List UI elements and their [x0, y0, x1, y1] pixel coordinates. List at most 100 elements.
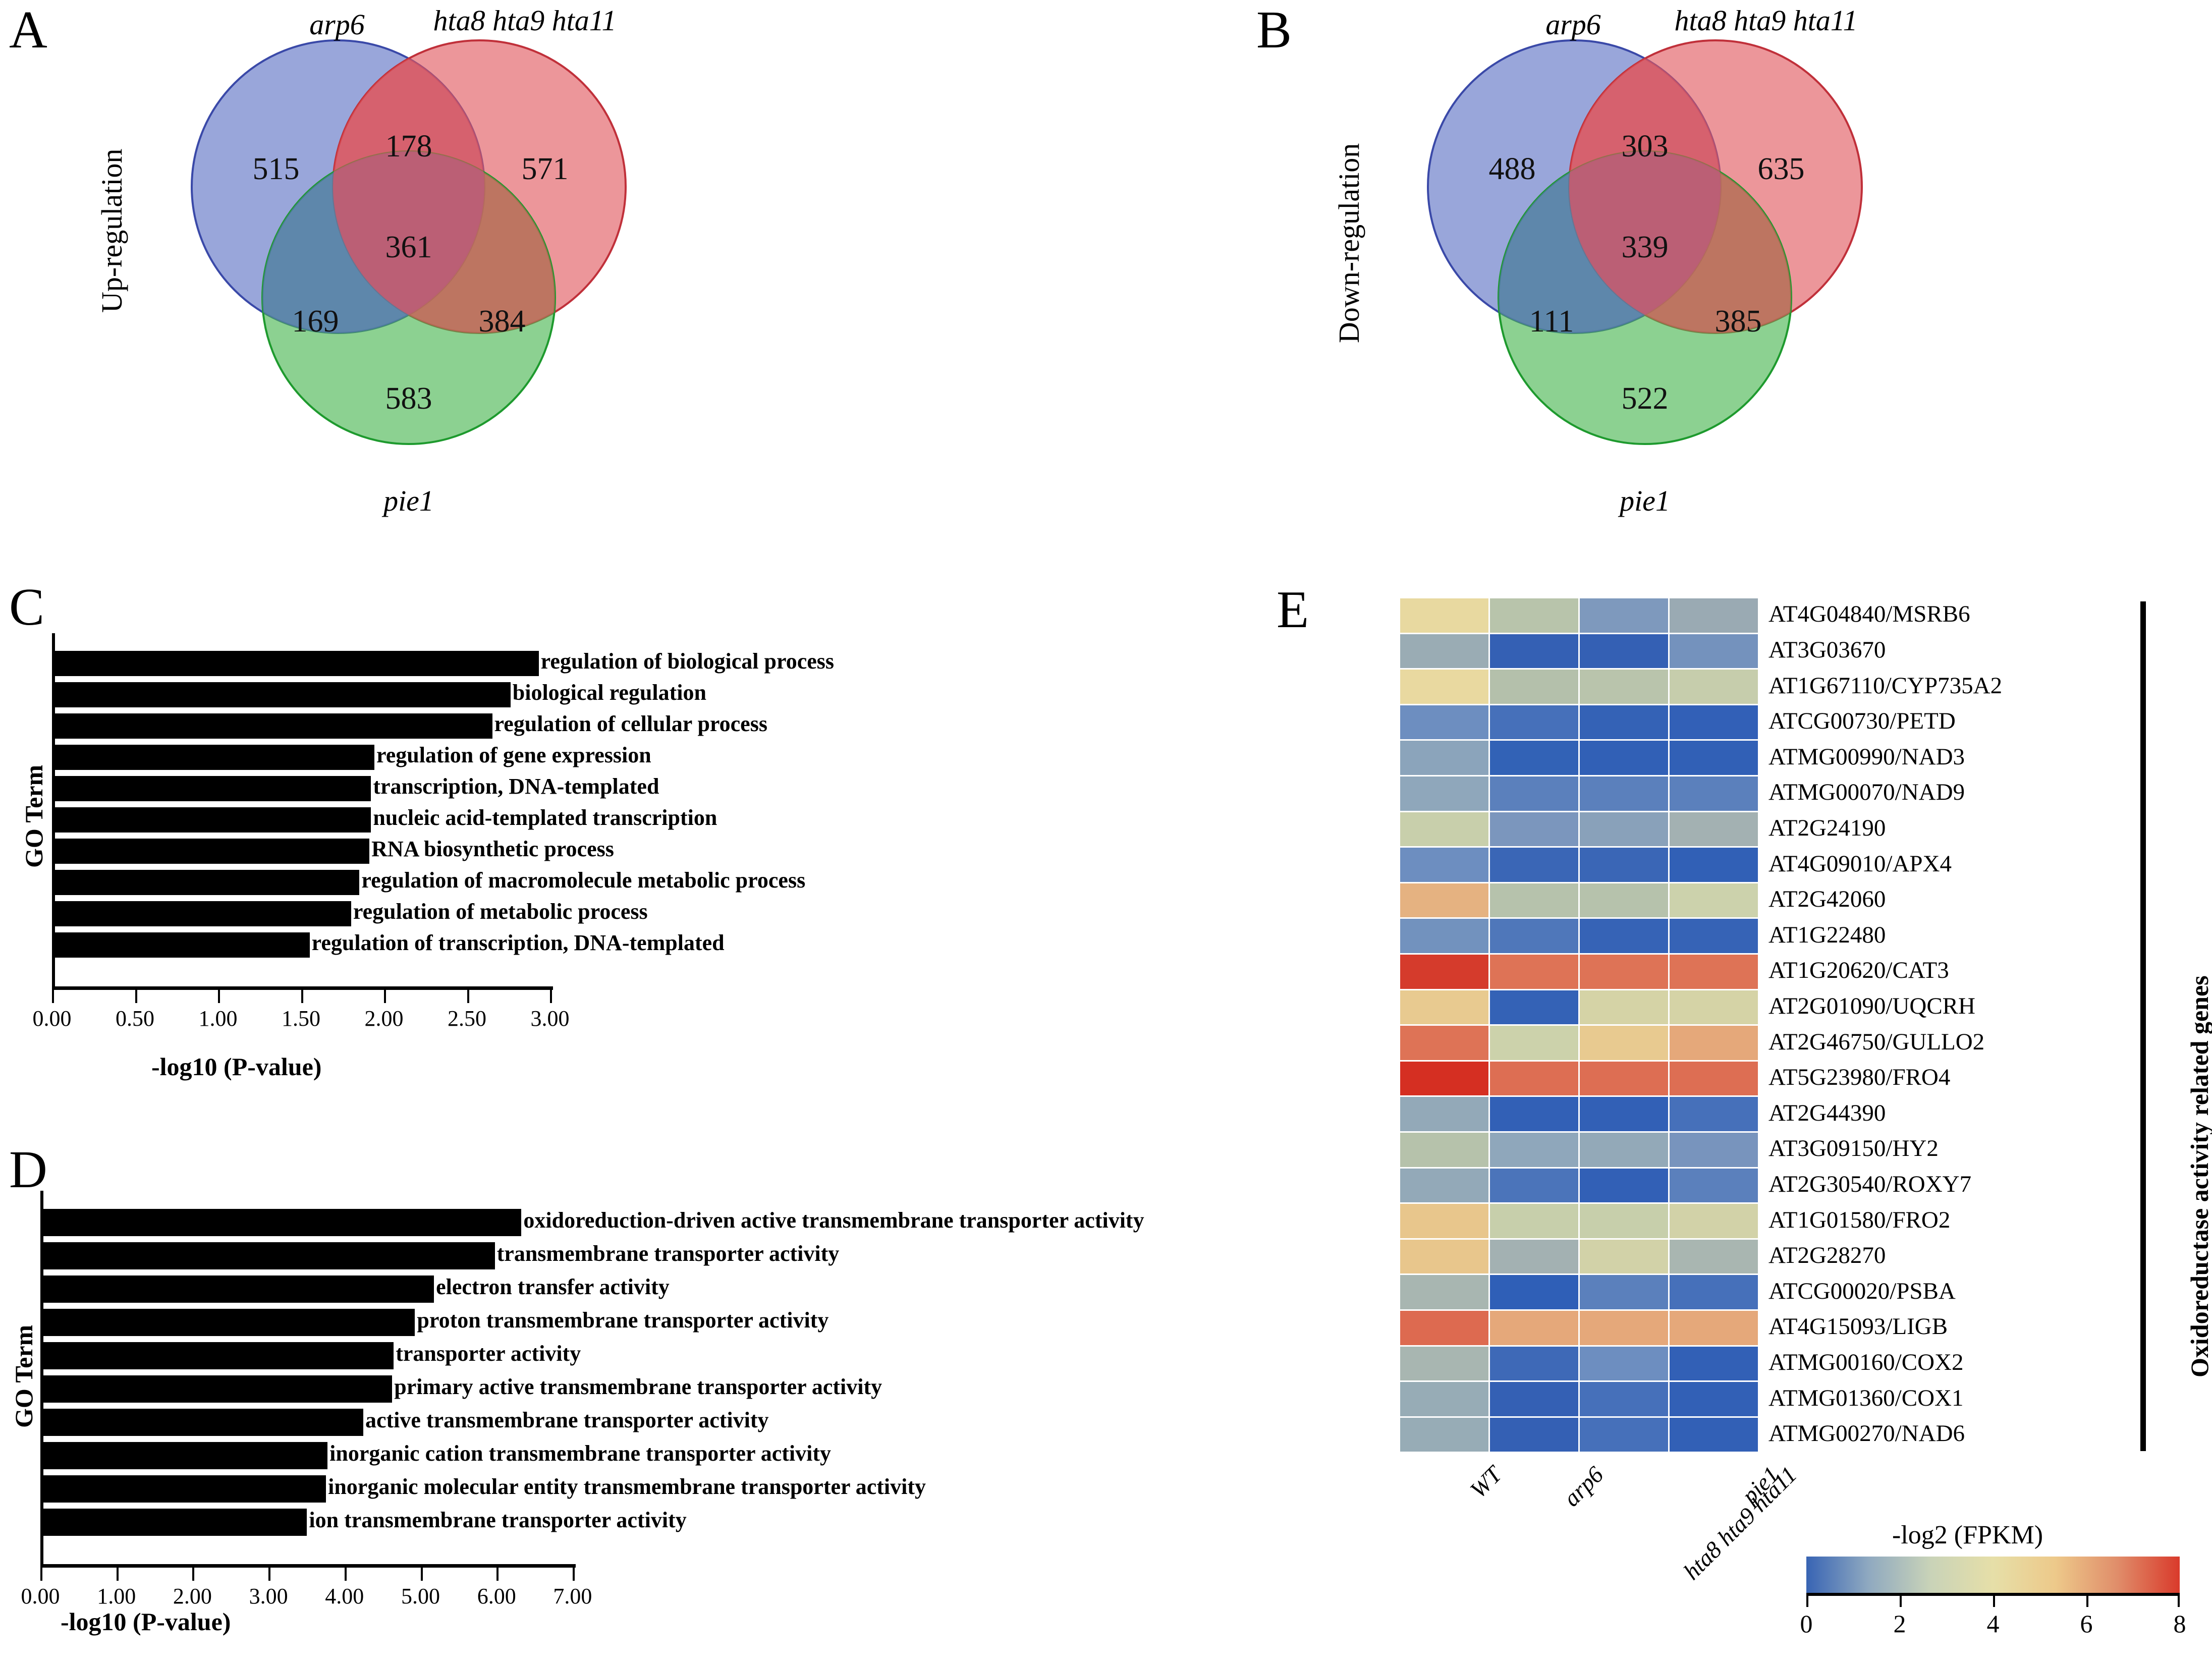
- bar-label: electron transfer activity: [436, 1274, 670, 1299]
- bar: [42, 1342, 394, 1369]
- x-axis-tick-label: 1.50: [282, 1006, 320, 1031]
- heatmap-row-label: AT2G44390: [1768, 1099, 1886, 1126]
- x-axis-tick: [550, 990, 552, 1003]
- heatmap-cell: [1400, 1382, 1488, 1416]
- x-axis-tick: [192, 1568, 195, 1581]
- venn-b-red-green: 385: [1715, 304, 1762, 339]
- bar: [42, 1275, 434, 1303]
- heatmap-row-label: AT3G03670: [1768, 636, 1886, 663]
- heatmap-cell: [1400, 812, 1488, 847]
- x-axis-tick: [40, 1568, 42, 1581]
- heatmap-cell: [1670, 1311, 1758, 1345]
- go-bar-chart-bp: regulation of biological process biologic…: [0, 633, 989, 1031]
- heatmap-row-label: AT2G28270: [1768, 1242, 1886, 1269]
- heatmap-cell: [1490, 634, 1578, 669]
- heatmap-cell: [1400, 634, 1488, 669]
- x-axis-tick: [218, 990, 220, 1003]
- heatmap-cell: [1580, 670, 1668, 704]
- colorbar-tick: [1900, 1596, 1902, 1607]
- heatmap-cell: [1490, 1311, 1578, 1345]
- heatmap-cell: [1580, 1026, 1668, 1060]
- heatmap-cell: [1580, 812, 1668, 847]
- x-axis-tick-label: 4.00: [325, 1584, 364, 1608]
- bar-label: regulation of metabolic process: [353, 899, 648, 924]
- x-axis-tick: [116, 1568, 119, 1581]
- x-axis-tick-label: 2.00: [173, 1584, 212, 1608]
- heatmap-cell: [1400, 848, 1488, 882]
- venn-a-blue-only: 515: [253, 152, 300, 186]
- y-axis-line: [40, 1191, 43, 1564]
- heatmap-cell: [1670, 955, 1758, 989]
- heatmap-cell: [1580, 1239, 1668, 1274]
- venn-a-set-blue: arp6: [309, 10, 365, 41]
- heatmap-cell: [1490, 1061, 1578, 1096]
- heatmap-cell: [1490, 1239, 1578, 1274]
- x-axis-tick-label: 6.00: [477, 1584, 516, 1608]
- heatmap-row-label: AT2G24190: [1768, 814, 1886, 841]
- go-bar-chart-mf: oxidoreduction-driven active transmembra…: [0, 1191, 1261, 1608]
- heatmap-cell: [1580, 598, 1668, 633]
- heatmap-row-label: AT1G67110/CYP735A2: [1768, 672, 2003, 699]
- chart-d-x-axis-title: -log10 (P-value): [61, 1607, 231, 1636]
- heatmap-cell: [1400, 741, 1488, 775]
- heatmap-cell: [1670, 1204, 1758, 1238]
- x-axis-tick: [420, 1568, 423, 1581]
- heatmap-cell: [1490, 1346, 1578, 1381]
- heatmap-cell: [1490, 1097, 1578, 1131]
- heatmap-cell: [1400, 1097, 1488, 1131]
- heatmap-cell: [1490, 776, 1578, 811]
- bar-label: biological regulation: [512, 680, 706, 705]
- heatmap-cell: [1670, 1275, 1758, 1309]
- heatmap-cell: [1670, 598, 1758, 633]
- heatmap-cell: [1670, 1382, 1758, 1416]
- venn-diagram-a: arp6 hta8 hta9 hta11 pie1 515 178 571 36…: [126, 10, 732, 520]
- heatmap-cell: [1670, 1417, 1758, 1452]
- bar-label: nucleic acid-templated transcription: [373, 805, 717, 830]
- colorbar-tick-label: 8: [2173, 1610, 2186, 1638]
- x-axis-line: [40, 1564, 576, 1568]
- heatmap-cell: [1400, 990, 1488, 1025]
- venn-a-all-three: 361: [385, 230, 432, 264]
- heatmap-cell: [1580, 1346, 1668, 1381]
- venn-a-set-green: pie1: [381, 484, 434, 517]
- colorbar-tick: [1993, 1596, 1995, 1607]
- bar: [42, 1475, 326, 1503]
- heatmap-cell: [1400, 955, 1488, 989]
- heatmap-cell: [1400, 1133, 1488, 1167]
- heatmap-cell: [1400, 705, 1488, 740]
- heatmap-cell: [1580, 848, 1668, 882]
- heatmap-cell: [1490, 848, 1578, 882]
- bar: [42, 1309, 415, 1336]
- bar-label: regulation of biological process: [540, 649, 835, 674]
- venn-b-blue-green: 111: [1529, 304, 1574, 339]
- heatmap-cell: [1490, 1382, 1578, 1416]
- heatmap-row-label: AT5G23980/FRO4: [1768, 1064, 1951, 1091]
- colorbar-tick: [2086, 1596, 2088, 1607]
- heatmap-cell: [1490, 919, 1578, 953]
- heatmap-cell: [1490, 1204, 1578, 1238]
- bar: [54, 776, 371, 801]
- heatmap-cell: [1580, 955, 1668, 989]
- heatmap-cell: [1580, 919, 1668, 953]
- venn-b-blue-only: 488: [1489, 152, 1536, 186]
- colorbar-title: -log2 (FPKM): [1892, 1521, 2043, 1549]
- heatmap-cell: [1400, 670, 1488, 704]
- bar-label: inorganic cation transmembrane transport…: [329, 1441, 832, 1466]
- bar-label: ion transmembrane transporter activity: [309, 1508, 687, 1532]
- heatmap-cell: [1490, 1026, 1578, 1060]
- x-axis-tick-label: 3.00: [530, 1006, 570, 1031]
- heatmap-cell: [1400, 1026, 1488, 1060]
- venn-b-set-red: hta8 hta9 hta11: [1674, 10, 1857, 37]
- heatmap-cell: [1670, 1239, 1758, 1274]
- bar-label: inorganic molecular entity transmembrane…: [328, 1474, 926, 1499]
- heatmap-cell: [1400, 919, 1488, 953]
- bar: [42, 1375, 393, 1403]
- heatmap-cell: [1580, 990, 1668, 1025]
- heatmap-cell: [1670, 848, 1758, 882]
- heatmap-cell: [1670, 705, 1758, 740]
- x-axis-tick: [572, 1568, 575, 1581]
- heatmap-cell: [1490, 1133, 1578, 1167]
- heatmap-cell: [1490, 741, 1578, 775]
- x-axis-tick-label: 0.00: [21, 1584, 60, 1608]
